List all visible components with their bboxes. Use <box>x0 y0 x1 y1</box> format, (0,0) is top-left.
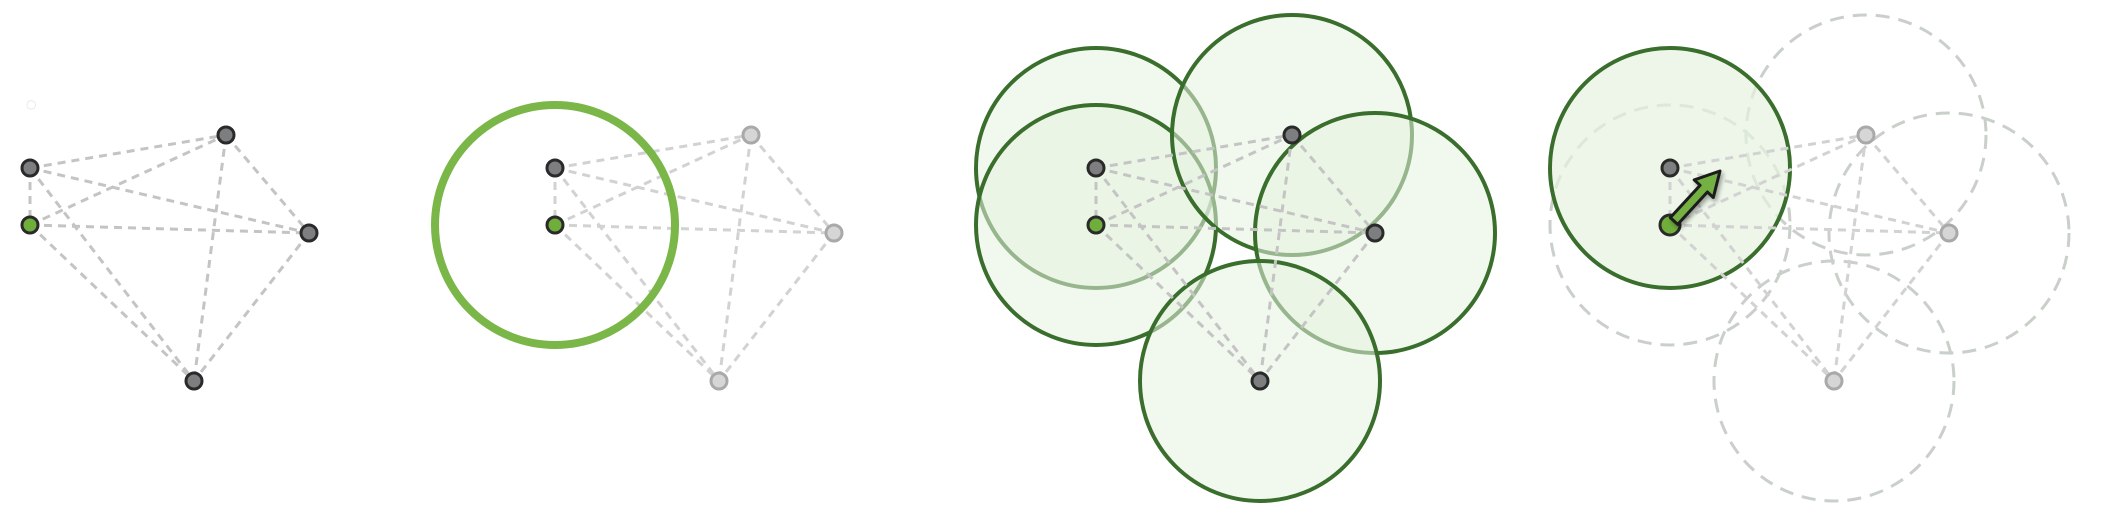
edge-be <box>1668 223 1836 383</box>
node-c <box>1282 125 1302 145</box>
node-a <box>20 158 40 178</box>
edge-be <box>553 223 721 383</box>
node-a <box>1660 158 1680 178</box>
node-e <box>1250 371 1270 391</box>
node-b <box>1086 215 1106 235</box>
edge-ae <box>553 167 721 382</box>
edge-ac <box>1095 133 1293 170</box>
edge-bd <box>29 223 310 235</box>
source-range-ring <box>431 101 679 349</box>
edge-ae <box>1094 167 1262 382</box>
edge-cd <box>1864 134 1951 234</box>
node-a <box>1086 158 1106 178</box>
node-b <box>545 215 565 235</box>
edge-ac <box>29 133 227 170</box>
node-c <box>1856 125 1876 145</box>
node-c <box>216 125 236 145</box>
dashed-range-circle-e <box>1712 259 1956 503</box>
edge-ad <box>1095 166 1376 235</box>
edge-ad <box>29 166 310 235</box>
panel-2 <box>431 101 844 391</box>
edge-de <box>717 232 836 382</box>
panel-1 <box>20 125 319 391</box>
edge-bd <box>1095 223 1376 235</box>
node-e <box>184 371 204 391</box>
edge-bc <box>29 133 227 227</box>
edge-be <box>28 223 196 383</box>
edge-bd <box>1669 223 1950 235</box>
edge-cd <box>224 134 311 234</box>
node-a <box>545 158 565 178</box>
corner-marker: ○ <box>26 97 36 111</box>
edge-ae <box>28 167 196 382</box>
dashed-range-circle-d <box>1827 111 2071 355</box>
edge-ad <box>554 166 835 235</box>
node-d <box>824 223 844 243</box>
edge-cd <box>1290 134 1377 234</box>
edge-bd <box>554 223 835 235</box>
panel-4 <box>1548 13 2071 503</box>
panel-3 <box>974 13 1497 503</box>
edge-be <box>1094 223 1262 383</box>
edge-ac <box>1669 133 1867 170</box>
node-e <box>709 371 729 391</box>
edge-de <box>192 232 311 382</box>
node-d <box>299 223 319 243</box>
edge-bc <box>554 133 752 227</box>
edge-bc <box>1095 133 1293 227</box>
node-e <box>1824 371 1844 391</box>
edge-de <box>1258 232 1377 382</box>
node-d <box>1939 223 1959 243</box>
edge-de <box>1832 232 1951 382</box>
node-b <box>20 215 40 235</box>
node-c <box>741 125 761 145</box>
node-d <box>1365 223 1385 243</box>
edge-bc <box>1669 133 1867 227</box>
edge-cd <box>749 134 836 234</box>
move-arrow-icon <box>1668 169 1722 226</box>
